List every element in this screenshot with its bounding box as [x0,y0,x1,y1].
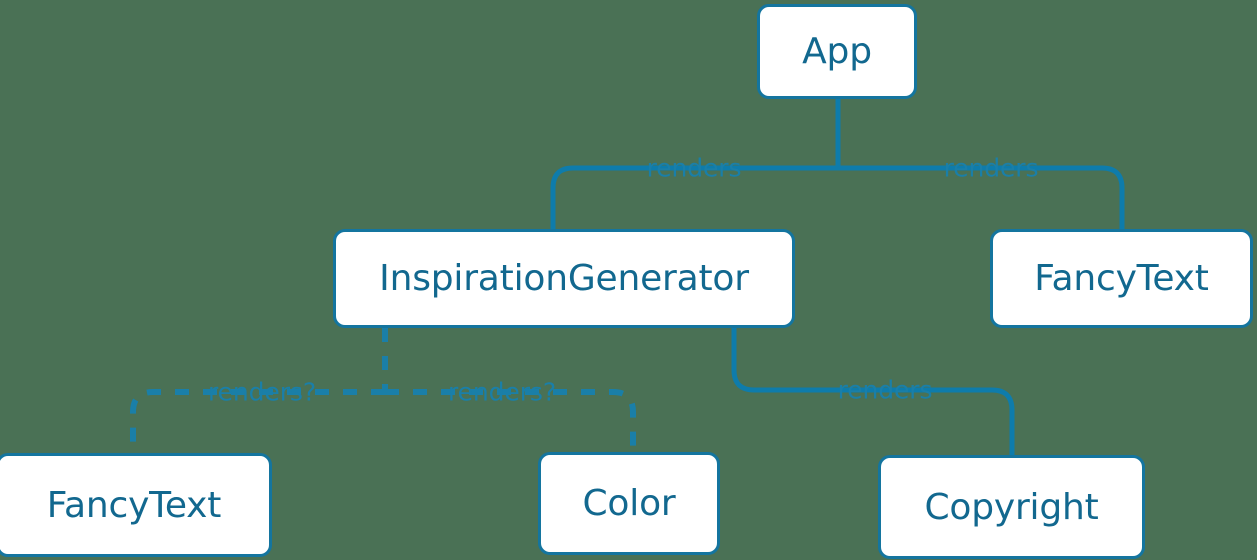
node-copyright[interactable]: Copyright [878,455,1145,559]
node-inspirationgenerator[interactable]: InspirationGenerator [333,229,795,328]
node-copyright-label: Copyright [924,486,1099,528]
edge-label-app-inspirationgenerator: renders [646,153,742,183]
edge-label-app-fancytext: renders [943,153,1039,183]
node-fancytext-bottom[interactable]: FancyText [0,453,272,557]
node-app-label: App [802,31,872,72]
edge-label-inspirationgenerator-fancytext: renders? [208,377,316,407]
edge-inspirationgenerator-to-color [385,389,636,452]
edge-inspirationgenerator-to-fancytext [130,389,385,453]
edge-app-to-fancytext [838,165,1125,229]
node-fancytext-bottom-label: FancyText [46,484,222,526]
edge-label-inspirationgenerator-color: renders? [448,377,556,407]
node-fancytext-top-label: FancyText [1034,258,1209,299]
edge-label-inspirationgenerator-copyright: renders [837,375,933,405]
node-color-label: Color [582,483,676,524]
edge-app-to-inspirationgenerator [550,165,838,229]
node-color[interactable]: Color [538,452,720,555]
node-app[interactable]: App [757,4,917,99]
node-fancytext-top[interactable]: FancyText [990,229,1253,328]
edge-inspirationgenerator-to-copyright [731,328,1015,455]
node-inspirationgenerator-label: InspirationGenerator [379,258,749,299]
